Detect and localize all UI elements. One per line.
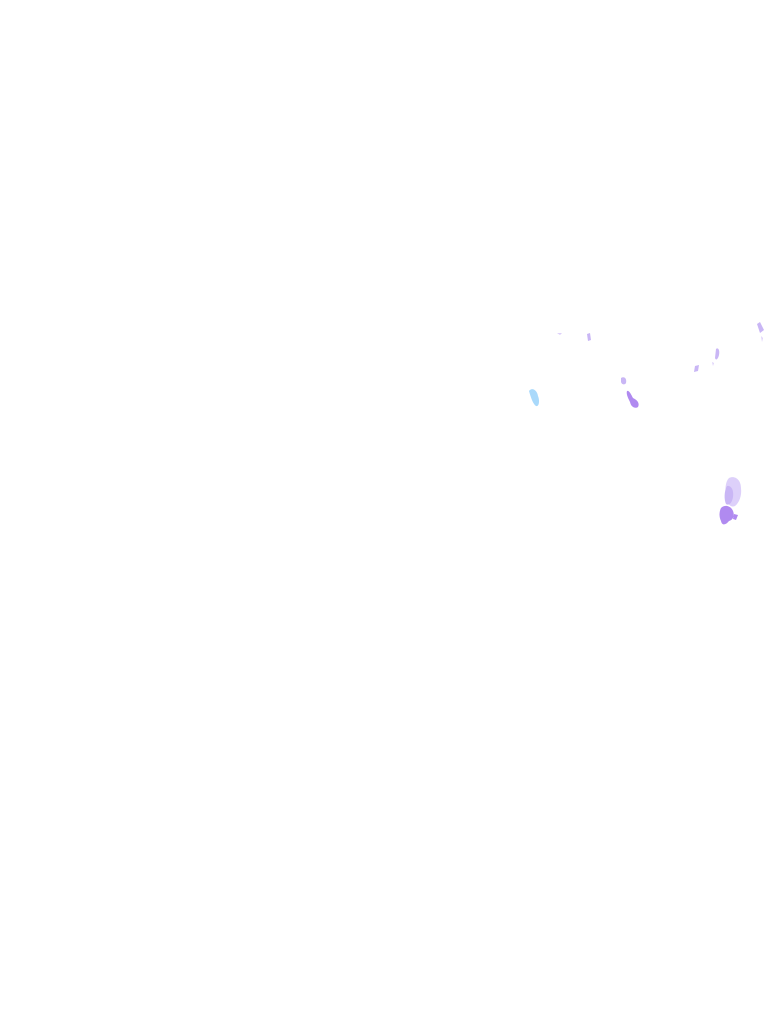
paint-drip xyxy=(529,389,540,407)
paint-speck xyxy=(757,322,764,333)
paint-speck xyxy=(761,336,763,342)
paint-speck xyxy=(712,362,714,366)
paint-drip xyxy=(626,390,639,408)
paint-speck xyxy=(734,486,738,492)
paint-speck xyxy=(557,333,562,335)
paint-drip xyxy=(715,348,720,360)
paint-splash xyxy=(719,505,734,525)
paint-splash xyxy=(724,485,734,505)
paint-drip xyxy=(621,377,627,385)
paint-speck xyxy=(587,333,591,341)
paint-speck xyxy=(694,365,699,372)
paint-speck xyxy=(733,514,738,520)
